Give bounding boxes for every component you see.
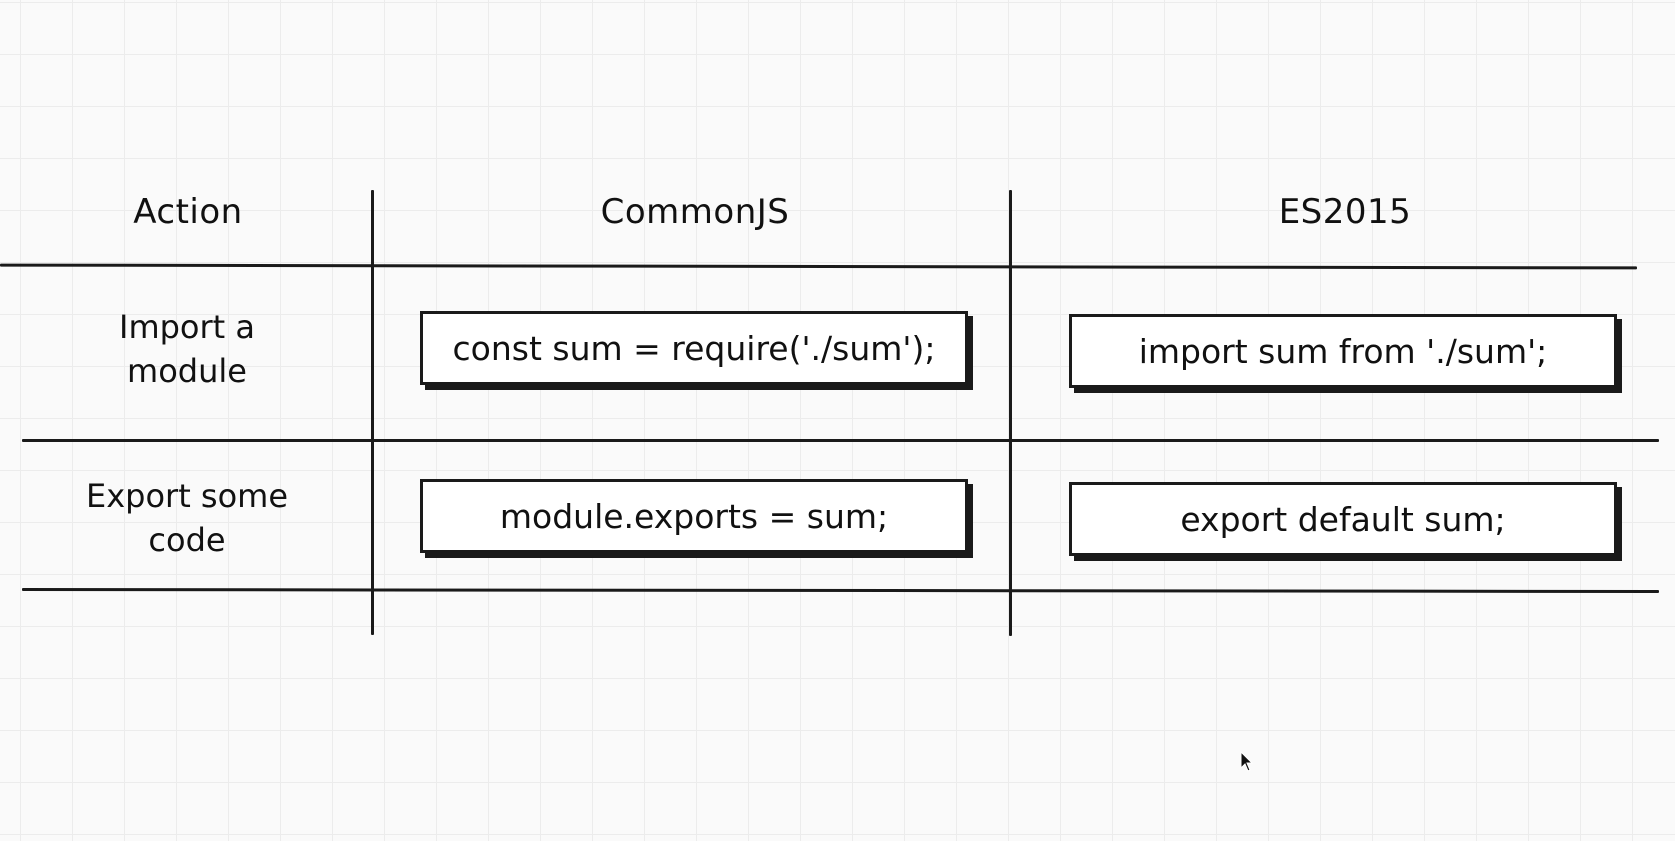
code-text: const sum = require('./sum'); <box>452 328 936 368</box>
row-label-export: Export some code <box>85 477 289 559</box>
header-divider-line <box>0 263 1638 270</box>
code-box-commonjs-import: const sum = require('./sum'); <box>420 311 968 385</box>
mouse-pointer-icon <box>1240 751 1254 772</box>
code-box-commonjs-export: module.exports = sum; <box>420 479 968 553</box>
bottom-border-line <box>21 588 1660 593</box>
row-label-import: Import a module <box>119 308 255 390</box>
column-divider-left <box>371 190 374 635</box>
column-header-commonjs: CommonJS <box>600 192 790 232</box>
code-box-es2015-export: export default sum; <box>1069 482 1617 556</box>
code-box-es2015-import: import sum from './sum'; <box>1069 314 1617 388</box>
code-text: module.exports = sum; <box>499 496 889 536</box>
code-text: import sum from './sum'; <box>1138 331 1548 371</box>
column-divider-right <box>1009 190 1012 636</box>
column-header-action: Action <box>133 192 243 232</box>
column-header-es2015: ES2015 <box>1278 192 1412 232</box>
row-divider-line <box>22 439 1659 442</box>
code-text: export default sum; <box>1180 499 1506 539</box>
